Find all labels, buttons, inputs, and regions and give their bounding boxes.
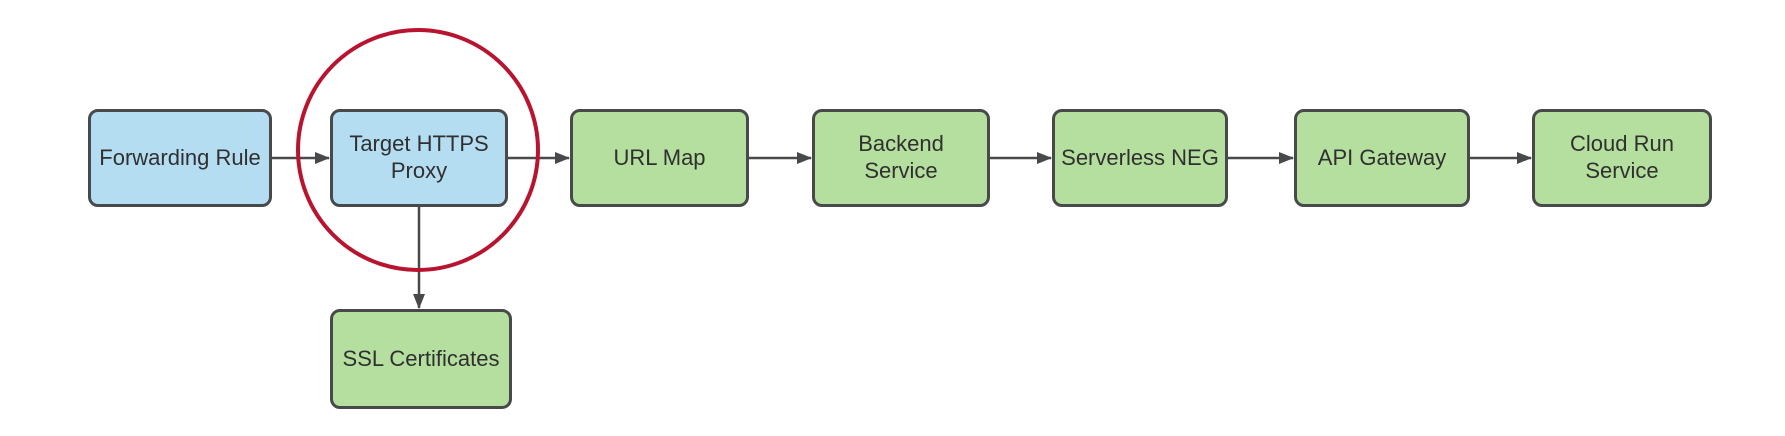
node-target-https-proxy: Target HTTPS Proxy — [330, 109, 508, 207]
node-forwarding-rule: Forwarding Rule — [88, 109, 272, 207]
node-ssl-certificates: SSL Certificates — [330, 309, 512, 409]
node-label: SSL Certificates — [342, 345, 500, 371]
node-label: Backend Service — [858, 131, 944, 183]
node-label: Target HTTPS Proxy — [349, 131, 489, 183]
node-label: API Gateway — [1317, 144, 1447, 170]
node-label: Cloud Run Service — [1570, 131, 1674, 183]
node-label: Forwarding Rule — [99, 144, 261, 170]
node-cloud-run-service: Cloud Run Service — [1532, 109, 1712, 207]
node-label: Serverless NEG — [1061, 144, 1219, 170]
node-label: URL Map — [613, 144, 706, 170]
node-api-gateway: API Gateway — [1294, 109, 1470, 207]
node-url-map: URL Map — [570, 109, 749, 207]
node-serverless-neg: Serverless NEG — [1052, 109, 1228, 207]
node-backend-service: Backend Service — [812, 109, 990, 207]
